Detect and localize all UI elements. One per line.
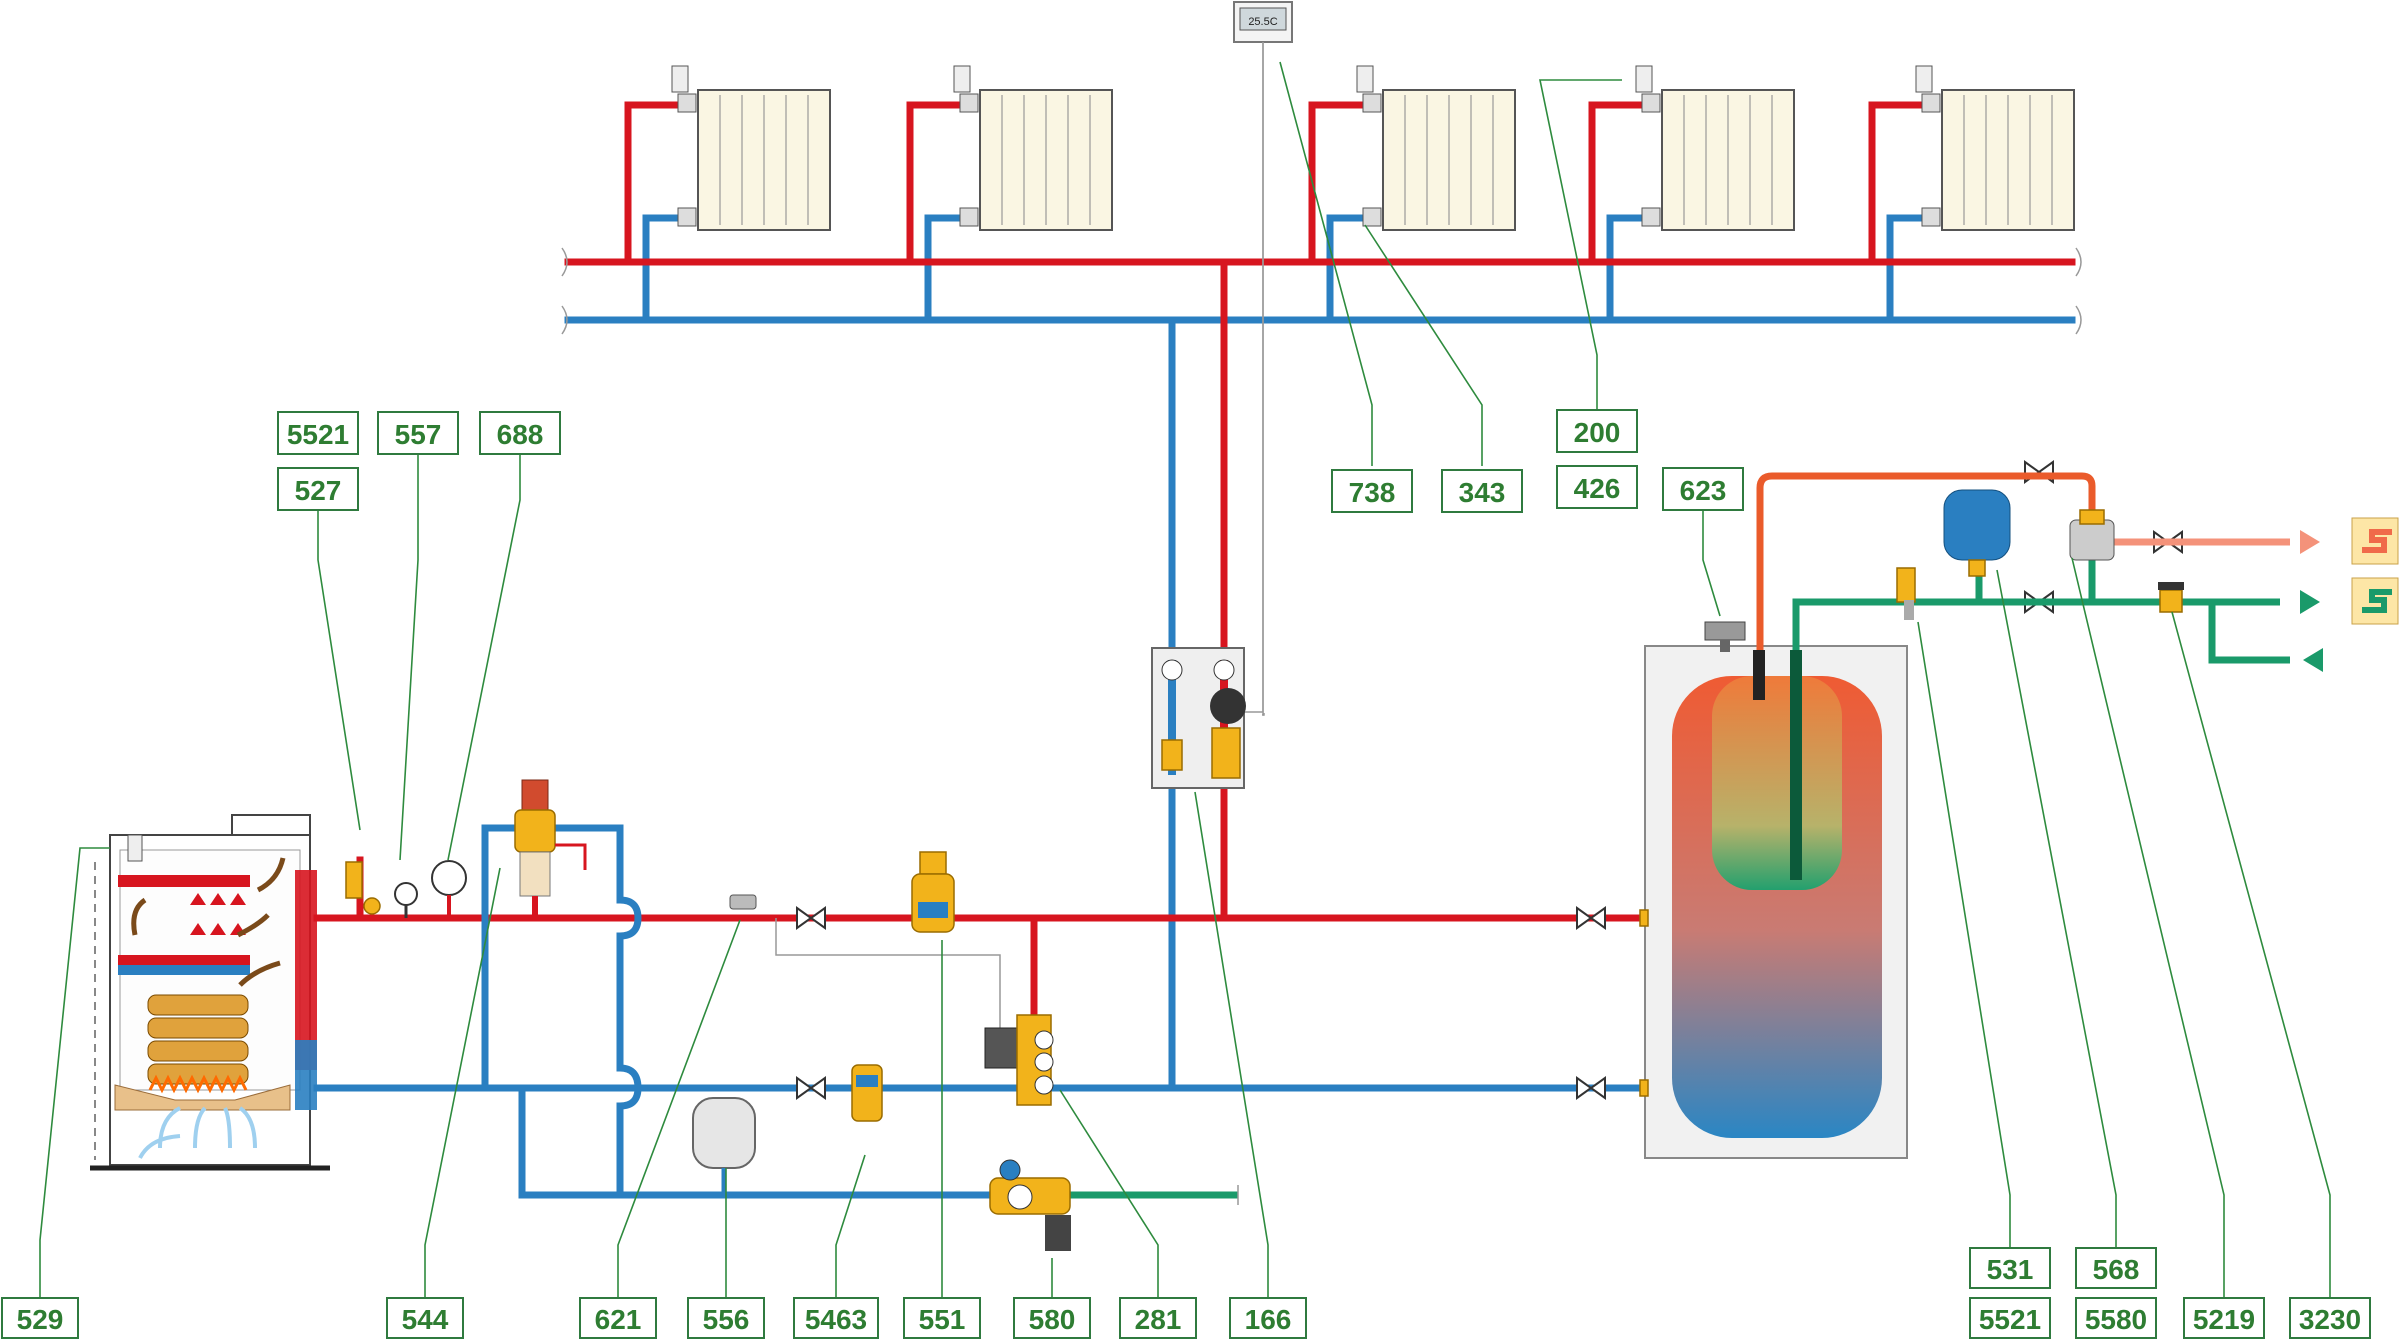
svg-text:166: 166 xyxy=(1245,1304,1292,1335)
radiator-connections xyxy=(624,101,1928,324)
dhw-mixing-valve xyxy=(2069,509,2115,561)
svg-text:5463: 5463 xyxy=(805,1304,867,1335)
mixing-pump-group xyxy=(1151,647,1246,789)
svg-text:5521: 5521 xyxy=(287,419,349,450)
svg-text:5521: 5521 xyxy=(1979,1304,2041,1335)
dirt-separator xyxy=(911,851,955,933)
cylinder-thermostat xyxy=(1704,621,1746,652)
boiler-pump-group xyxy=(984,1014,1054,1106)
radiator-3 xyxy=(1382,89,1516,231)
leader-lines xyxy=(39,61,2331,1300)
room-controller: 25.5C xyxy=(1233,1,1293,716)
label-3230: 3230 xyxy=(2289,1297,2371,1339)
filling-unit xyxy=(989,1159,1071,1251)
svg-text:529: 529 xyxy=(17,1304,64,1335)
part-labels: 5521 557 688 527 738 343 200 426 xyxy=(1,409,2371,1339)
svg-text:544: 544 xyxy=(402,1304,449,1335)
radiator-4 xyxy=(1661,89,1795,231)
radiator-2 xyxy=(979,89,1113,231)
label-544: 544 xyxy=(386,1297,464,1339)
label-529: 529 xyxy=(1,1297,79,1339)
dhw-cylinder xyxy=(1639,645,1908,1159)
label-738: 738 xyxy=(1331,469,1413,513)
svg-text:738: 738 xyxy=(1349,477,1396,508)
boiler-circuit-pipes xyxy=(313,824,1644,1205)
svg-text:623: 623 xyxy=(1680,475,1727,506)
label-623: 623 xyxy=(1662,467,1744,511)
svg-text:5219: 5219 xyxy=(2193,1304,2255,1335)
svg-text:527: 527 xyxy=(295,475,342,506)
svg-text:343: 343 xyxy=(1459,477,1506,508)
label-527: 527 xyxy=(277,467,359,511)
svg-text:621: 621 xyxy=(595,1304,642,1335)
svg-text:5580: 5580 xyxy=(2085,1304,2147,1335)
svg-text:281: 281 xyxy=(1135,1304,1182,1335)
label-166: 166 xyxy=(1229,1297,1307,1339)
svg-text:3230: 3230 xyxy=(2299,1304,2361,1335)
label-551: 551 xyxy=(903,1297,981,1339)
boiler-safety-group xyxy=(345,860,467,918)
label-281: 281 xyxy=(1119,1297,1197,1339)
tap-outlets xyxy=(2300,517,2399,672)
solid-fuel-boiler xyxy=(90,814,330,1171)
svg-text:556: 556 xyxy=(703,1304,750,1335)
radiator-1 xyxy=(697,89,831,231)
radiator-group xyxy=(697,89,2075,231)
controller-display: 25.5C xyxy=(1248,16,1277,28)
radiator-5 xyxy=(1941,89,2075,231)
dhw-safety-valve xyxy=(1896,567,1916,620)
label-5219: 5219 xyxy=(2183,1297,2265,1339)
svg-text:551: 551 xyxy=(919,1304,966,1335)
label-5580: 5580 xyxy=(2075,1297,2157,1339)
label-531: 531 xyxy=(1969,1247,2051,1289)
label-5521-top: 5521 xyxy=(277,411,359,455)
flow-sensor xyxy=(729,894,1001,1035)
label-568: 568 xyxy=(2075,1247,2157,1289)
svg-text:200: 200 xyxy=(1574,417,1621,448)
label-426: 426 xyxy=(1556,465,1638,509)
label-343: 343 xyxy=(1441,469,1523,513)
dhw-ball-valve xyxy=(2158,582,2184,613)
expansion-vessel xyxy=(692,1097,756,1195)
label-556: 556 xyxy=(687,1297,765,1339)
svg-text:568: 568 xyxy=(2093,1254,2140,1285)
dhw-expansion-vessel xyxy=(1943,489,2011,577)
label-5521-bottom: 5521 xyxy=(1969,1297,2051,1339)
svg-text:580: 580 xyxy=(1029,1304,1076,1335)
anti-condensation-valve xyxy=(514,779,587,918)
label-200: 200 xyxy=(1556,409,1638,453)
label-557: 557 xyxy=(377,411,459,455)
svg-text:426: 426 xyxy=(1574,473,1621,504)
distribution-mains xyxy=(561,247,2082,1092)
svg-text:531: 531 xyxy=(1987,1254,2034,1285)
label-621: 621 xyxy=(579,1297,657,1339)
svg-text:557: 557 xyxy=(395,419,442,450)
label-5463: 5463 xyxy=(793,1297,879,1339)
svg-text:688: 688 xyxy=(497,419,544,450)
label-688: 688 xyxy=(479,411,561,455)
label-580: 580 xyxy=(1013,1297,1091,1339)
radiator-valves xyxy=(671,65,1941,227)
magnetic-dirt-separator xyxy=(851,1064,883,1122)
dhw-pipes xyxy=(1756,472,2290,664)
